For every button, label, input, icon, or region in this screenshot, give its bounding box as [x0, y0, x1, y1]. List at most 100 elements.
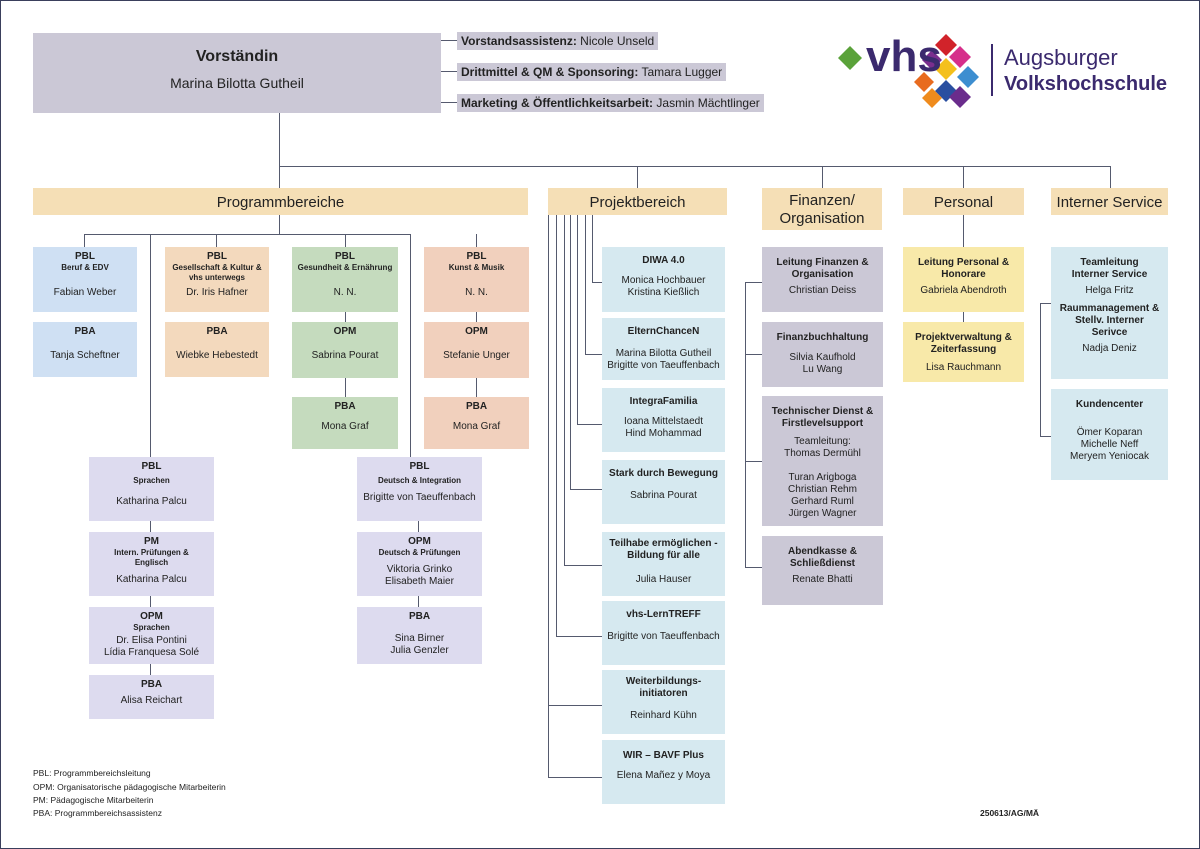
- board-box: Vorständin Marina Bilotta Gutheil: [33, 33, 441, 113]
- programm-link: [345, 378, 346, 397]
- drop-service: [1110, 166, 1111, 188]
- pba-beruf: PBA Tanja Scheftner: [33, 322, 137, 377]
- programm-link: [216, 234, 217, 247]
- programm-link: [150, 664, 151, 675]
- personal-link: [963, 312, 964, 322]
- projekt-rail: [564, 215, 565, 566]
- pba-sprachen: PBA Alisa Reichart: [89, 675, 214, 719]
- programm-link: [476, 378, 477, 397]
- legend-opm: OPM: Organisatorische pädagogische Mitar…: [33, 782, 226, 792]
- service-tick: [1040, 436, 1051, 437]
- logo-line2: Volkshochschule: [1004, 73, 1168, 95]
- finanzen-tick: [745, 567, 762, 568]
- programm-link: [476, 234, 477, 247]
- drop-finanzen: [822, 166, 823, 188]
- projekt-tick: [585, 354, 602, 355]
- legend-pbl: PBL: Programmbereichsleitung: [33, 768, 151, 778]
- header-finanzen: Finanzen/ Organisation: [762, 188, 882, 230]
- projekt-tick: [564, 565, 602, 566]
- drop-programm: [279, 166, 280, 188]
- projekt-rail: [556, 215, 557, 637]
- programm-link: [279, 215, 280, 234]
- header-service: Interner Service: [1051, 188, 1168, 215]
- programm-link: [345, 234, 346, 247]
- projekt-diwa: DIWA 4.0 Monica Hochbauer Kristina Kießl…: [602, 247, 725, 312]
- service-tick: [1040, 303, 1051, 304]
- projekt-elternchancen: ElternChanceN Marina Bilotta Gutheil Bri…: [602, 318, 725, 380]
- staff-assistant: Vorstandsassistenz: Nicole Unseld: [457, 32, 659, 50]
- finanzen-leitung: Leitung Finanzen & Organisation Christia…: [762, 247, 883, 312]
- personal-link: [963, 215, 964, 247]
- projekt-tick: [548, 777, 602, 778]
- programm-link: [150, 234, 151, 457]
- projekt-rail: [585, 215, 586, 355]
- programm-link: [84, 234, 85, 247]
- pba-kunst: PBA Mona Graf: [424, 397, 529, 449]
- staff-connector: [441, 71, 457, 72]
- projekt-weiterbildung: Weiterbildungs- initiatoren Reinhard Küh…: [602, 670, 725, 734]
- opm-kunst: OPM Stefanie Unger: [424, 322, 529, 378]
- vhs-logo-mark: [838, 34, 979, 108]
- drop-projekt: [637, 166, 638, 188]
- pba-deutsch: PBA Sina Birner Julia Genzler: [357, 607, 482, 664]
- finanzen-tick: [745, 461, 762, 462]
- projekt-lerntreff: vhs-LernTREFF Brigitte von Taeuffenbach: [602, 601, 725, 665]
- projekt-tick: [548, 705, 602, 706]
- staff-marketing: Marketing & Öffentlichkeitsarbeit: Jasmi…: [457, 94, 764, 112]
- vhs-logo: vhs Augsburger Volkshochschule: [836, 32, 1176, 122]
- programm-link: [418, 596, 419, 607]
- legend-pba: PBA: Programmbereichsassistenz: [33, 808, 162, 818]
- projekt-tick: [556, 636, 602, 637]
- staff-funding: Drittmittel & QM & Sponsoring: Tamara Lu…: [457, 63, 727, 81]
- projekt-rail: [592, 215, 593, 283]
- logo-line1: Augsburger: [1004, 45, 1118, 70]
- projekt-rail: [570, 215, 571, 490]
- projekt-rail: [577, 215, 578, 425]
- finanzen-technik: Technischer Dienst & Firstlevelsupport T…: [762, 396, 883, 526]
- personal-projektverwaltung: Projektverwaltung & Zeiterfassung Lisa R…: [903, 322, 1024, 382]
- service-teamleitung: Teamleitung Interner Service Helga Fritz…: [1051, 247, 1168, 379]
- projekt-stark: Stark durch Bewegung Sabrina Pourat: [602, 460, 725, 524]
- programm-link: [150, 596, 151, 607]
- staff-connector: [441, 40, 457, 41]
- header-personal: Personal: [903, 188, 1024, 215]
- pba-gesellschaft: PBA Wiebke Hebestedt: [165, 322, 269, 377]
- logo-divider: [991, 44, 993, 96]
- finanzen-tick: [745, 282, 762, 283]
- header-programm: Programmbereiche: [33, 188, 528, 215]
- personal-leitung: Leitung Personal & Honorare Gabriela Abe…: [903, 247, 1024, 312]
- projekt-tick: [592, 282, 602, 283]
- programm-link: [476, 312, 477, 322]
- programm-link: [418, 521, 419, 532]
- top-bus: [279, 166, 1111, 167]
- projekt-integrafamilia: IntegraFamilia Ioana Mittelstaedt Hind M…: [602, 388, 725, 452]
- pba-gesundheit: PBA Mona Graf: [292, 397, 398, 449]
- projekt-tick: [570, 489, 602, 490]
- finanzen-tick: [745, 354, 762, 355]
- legend-pm: PM: Pädagogische Mitarbeiterin: [33, 795, 154, 805]
- header-projekt: Projektbereich: [548, 188, 727, 215]
- programm-link: [150, 521, 151, 532]
- programm-link: [345, 312, 346, 322]
- finanzen-rail: [745, 282, 746, 568]
- board-name: Marina Bilotta Gutheil: [170, 75, 304, 91]
- programm-link: [410, 234, 411, 457]
- finanzen-buchhaltung: Finanzbuchhaltung Silvia Kaufhold Lu Wan…: [762, 322, 883, 387]
- board-title: Vorständin: [195, 48, 279, 65]
- service-kundencenter: Kundencenter Ömer Koparan Michelle Neff …: [1051, 389, 1168, 480]
- service-rail: [1040, 303, 1041, 437]
- opm-gesundheit: OPM Sabrina Pourat: [292, 322, 398, 378]
- projekt-wir: WIR – BAVF Plus Elena Mañez y Moya: [602, 740, 725, 804]
- programm-bus: [84, 234, 411, 235]
- projekt-teilhabe: Teilhabe ermöglichen - Bildung für alle …: [602, 532, 725, 596]
- projekt-tick: [577, 424, 602, 425]
